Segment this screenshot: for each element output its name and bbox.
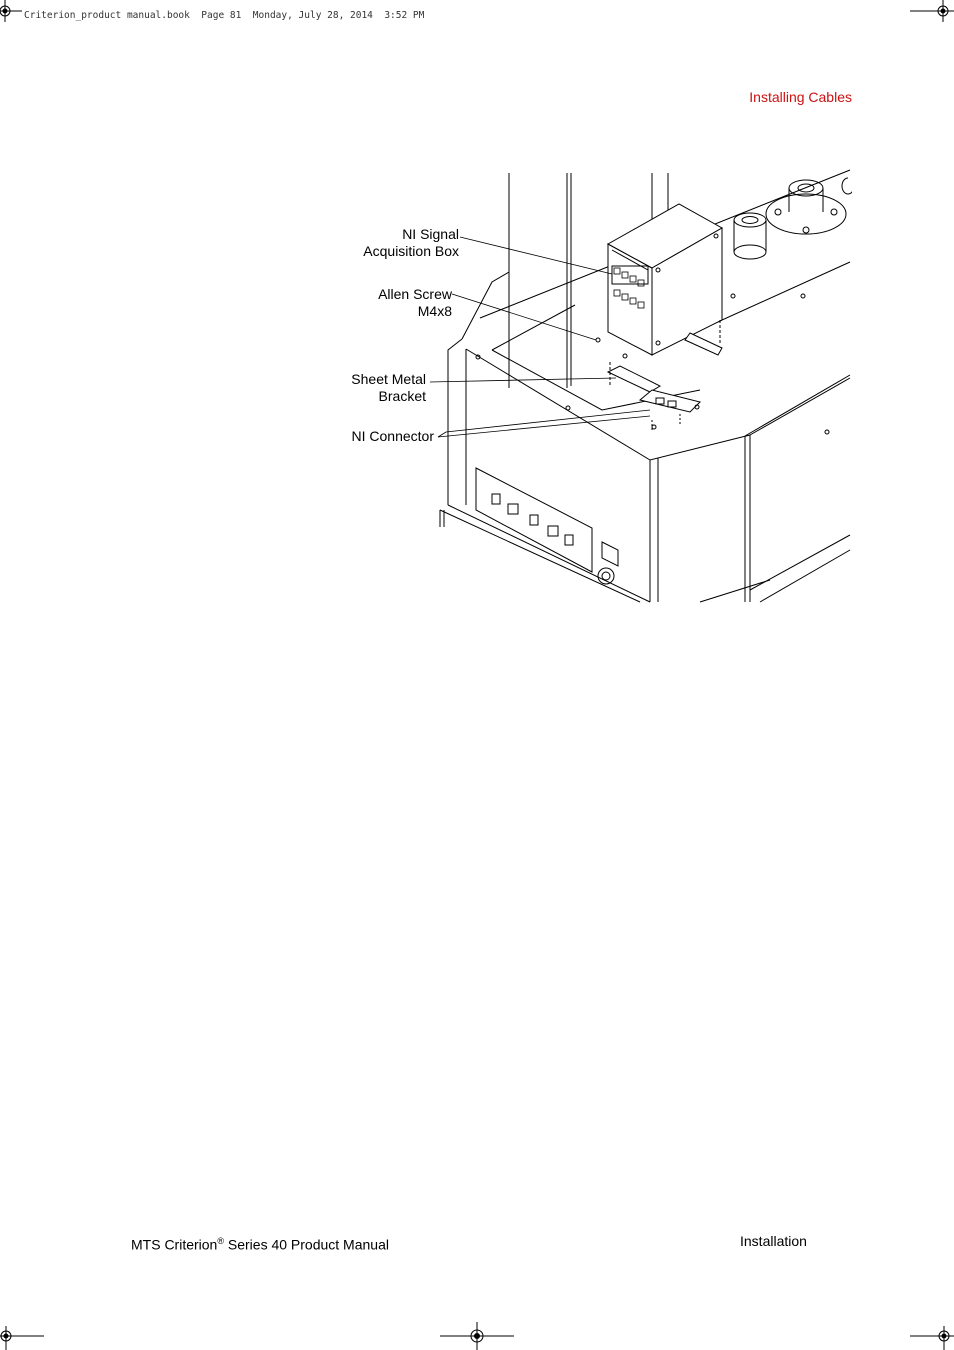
callout-ni-signal-line1: NI Signal bbox=[402, 226, 459, 242]
book-metadata: Criterion_product manual.book Page 81 Mo… bbox=[24, 10, 425, 21]
callout-bracket-line1: Sheet Metal bbox=[351, 371, 426, 387]
callout-ni-connector: NI Connector bbox=[351, 428, 434, 444]
callout-allen-screw: Allen Screw M4x8 bbox=[340, 286, 452, 320]
registration-mark-top-right bbox=[910, 0, 954, 22]
sheet-metal-bracket bbox=[606, 320, 723, 393]
ni-connector bbox=[638, 389, 701, 430]
top-fixtures bbox=[733, 177, 852, 260]
manual-name: MTS Criterion bbox=[131, 1236, 218, 1253]
registration-mark-bottom-right bbox=[910, 1326, 954, 1350]
ni-signal-box bbox=[606, 203, 724, 356]
callout-bracket-line2: Bracket bbox=[378, 388, 426, 404]
callout-allen-screw-line2: M4x8 bbox=[417, 303, 452, 319]
machine-base bbox=[439, 169, 851, 603]
footer-chapter: Installation bbox=[740, 1233, 807, 1249]
callout-leaders bbox=[429, 236, 651, 438]
callout-allen-screw-line1: Allen Screw bbox=[378, 286, 452, 302]
section-title: Installing Cables bbox=[749, 89, 852, 105]
registered-mark: ® bbox=[217, 1236, 224, 1246]
callout-bracket: Sheet Metal Bracket bbox=[330, 371, 426, 405]
callout-ni-signal-box: NI Signal Acquisition Box bbox=[340, 226, 459, 260]
registration-mark-bottom-center bbox=[440, 1322, 514, 1350]
machine-column bbox=[508, 173, 669, 388]
registration-mark-top-left bbox=[0, 0, 22, 22]
front-panel bbox=[475, 467, 619, 585]
manual-series: Series 40 Product Manual bbox=[224, 1236, 389, 1253]
registration-mark-bottom-left bbox=[0, 1326, 44, 1350]
footer-manual-title: MTS Criterion® Series 40 Product Manual bbox=[131, 1236, 389, 1253]
callout-ni-signal-line2: Acquisition Box bbox=[363, 243, 459, 259]
